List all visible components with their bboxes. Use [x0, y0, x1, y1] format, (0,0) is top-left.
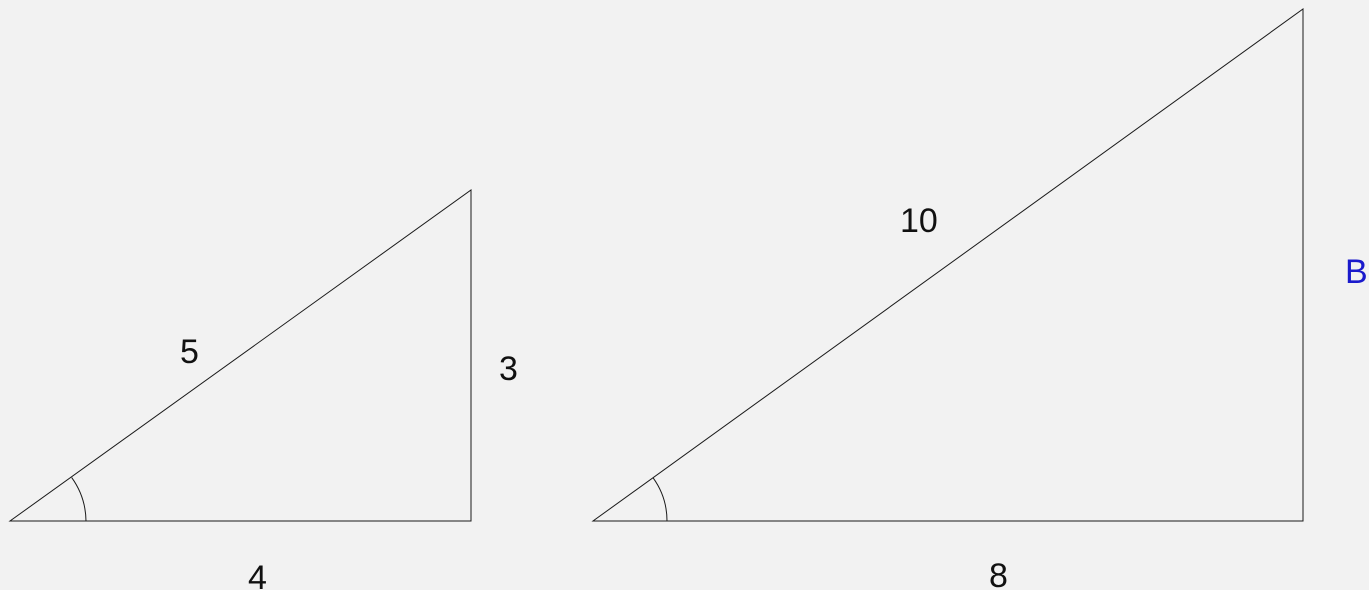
triangle-small-hypotenuse-label: 5	[180, 333, 199, 371]
triangle-small: 5 3 4	[8, 189, 518, 590]
triangle-large-hypotenuse-label: 10	[900, 202, 938, 240]
triangle-large: 10 8 B	[591, 8, 1368, 590]
triangle-small-angle-arc	[71, 477, 87, 522]
triangle-small-vertical-leg-label: 3	[499, 350, 518, 388]
triangle-large-vertical-leg-label: B	[1345, 253, 1368, 291]
triangle-small-outline	[8, 189, 472, 522]
triangle-large-angle-arc	[652, 477, 668, 522]
triangle-large-outline	[591, 8, 1304, 522]
triangle-large-base-label: 8	[989, 557, 1008, 590]
triangle-small-base-label: 4	[248, 559, 267, 590]
